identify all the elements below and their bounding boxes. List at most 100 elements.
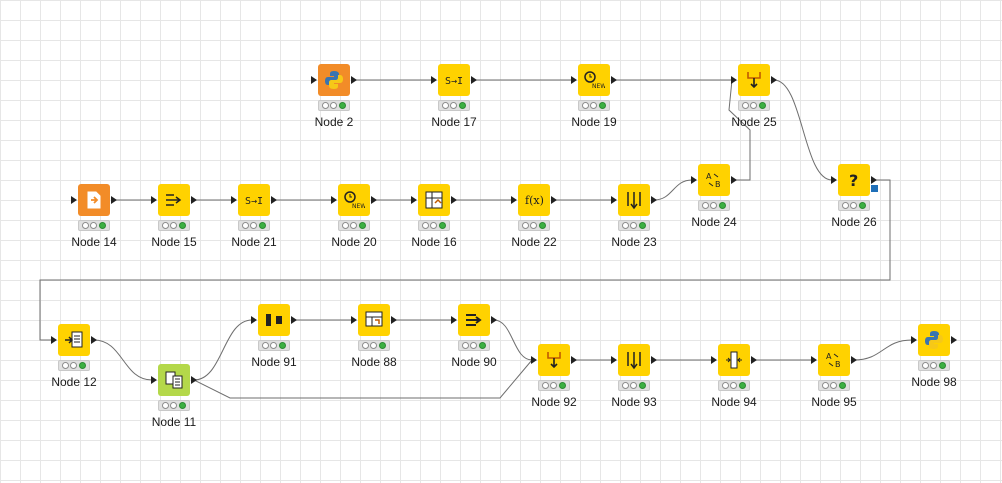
- input-port-icon[interactable]: [811, 356, 817, 364]
- node-label[interactable]: Node 16: [411, 235, 457, 249]
- output-port-icon[interactable]: [771, 76, 777, 84]
- node-icon-box[interactable]: [718, 344, 750, 376]
- node-icon-box[interactable]: NEW: [338, 184, 370, 216]
- node-label[interactable]: Node 26: [831, 215, 877, 229]
- input-port-icon[interactable]: [51, 336, 57, 344]
- input-port-icon[interactable]: [611, 196, 617, 204]
- node-icon-box[interactable]: f(x): [518, 184, 550, 216]
- output-port-icon[interactable]: [391, 316, 397, 324]
- node-label[interactable]: Node 2: [314, 115, 354, 129]
- node-label[interactable]: Node 17: [431, 115, 477, 129]
- node-label[interactable]: Node 24: [691, 215, 737, 229]
- connection-n23-n24[interactable]: [653, 179, 693, 201]
- node-icon-box[interactable]: [78, 184, 110, 216]
- input-port-icon[interactable]: [731, 76, 737, 84]
- output-port-icon[interactable]: [731, 176, 737, 184]
- connection-n12-n11[interactable]: [93, 339, 153, 381]
- output-port-icon[interactable]: [571, 356, 577, 364]
- node-icon-box[interactable]: [538, 344, 570, 376]
- input-port-icon[interactable]: [511, 196, 517, 204]
- node-icon-box[interactable]: [258, 304, 290, 336]
- node-icon-box[interactable]: ?: [838, 164, 870, 196]
- output-port-icon[interactable]: [851, 356, 857, 364]
- output-port-icon[interactable]: [551, 196, 557, 204]
- node-icon-box[interactable]: [318, 64, 350, 96]
- connection-n11-n91[interactable]: [193, 319, 253, 381]
- node-label[interactable]: Node 93: [611, 395, 657, 409]
- node-label[interactable]: Node 90: [451, 355, 497, 369]
- node-label[interactable]: Node 12: [51, 375, 97, 389]
- node-label[interactable]: Node 15: [151, 235, 197, 249]
- node-label[interactable]: Node 92: [531, 395, 577, 409]
- output-port-icon[interactable]: [651, 356, 657, 364]
- connection-n11-n92[interactable]: [193, 359, 533, 399]
- node-icon-box[interactable]: S→I: [438, 64, 470, 96]
- node-label[interactable]: Node 98: [911, 375, 957, 389]
- input-port-icon[interactable]: [611, 356, 617, 364]
- output-port-icon[interactable]: [451, 196, 457, 204]
- node-icon-box[interactable]: NEW: [578, 64, 610, 96]
- output-port-icon[interactable]: [91, 336, 97, 344]
- node-icon-box[interactable]: [158, 184, 190, 216]
- output-port-icon[interactable]: [751, 356, 757, 364]
- node-icon-box[interactable]: [458, 304, 490, 336]
- input-port-icon[interactable]: [531, 356, 537, 364]
- node-label[interactable]: Node 11: [151, 415, 197, 429]
- output-port-icon[interactable]: [471, 76, 477, 84]
- input-port-icon[interactable]: [831, 176, 837, 184]
- input-port-icon[interactable]: [311, 76, 317, 84]
- input-port-icon[interactable]: [911, 336, 917, 344]
- node-label[interactable]: Node 22: [511, 235, 557, 249]
- node-label[interactable]: Node 19: [571, 115, 617, 129]
- input-port-icon[interactable]: [411, 196, 417, 204]
- node-label[interactable]: Node 25: [731, 115, 777, 129]
- node-icon-box[interactable]: [618, 184, 650, 216]
- output-port-icon[interactable]: [651, 196, 657, 204]
- node-icon-box[interactable]: [738, 64, 770, 96]
- input-port-icon[interactable]: [231, 196, 237, 204]
- connection-n26-n12[interactable]: [39, 179, 891, 341]
- node-label[interactable]: Node 94: [711, 395, 757, 409]
- input-port-icon[interactable]: [431, 76, 437, 84]
- output-port-icon[interactable]: [951, 336, 957, 344]
- input-port-icon[interactable]: [71, 196, 77, 204]
- output-port-icon[interactable]: [191, 376, 197, 384]
- input-port-icon[interactable]: [331, 196, 337, 204]
- output-port-icon[interactable]: [351, 76, 357, 84]
- connection-n90-n92[interactable]: [493, 319, 533, 361]
- input-port-icon[interactable]: [151, 196, 157, 204]
- node-icon-box[interactable]: [918, 324, 950, 356]
- output-port-icon[interactable]: [191, 196, 197, 204]
- input-port-icon[interactable]: [691, 176, 697, 184]
- input-port-icon[interactable]: [251, 316, 257, 324]
- output-port-icon[interactable]: [611, 76, 617, 84]
- connection-n25-n26[interactable]: [773, 79, 833, 181]
- connection-n95-n98[interactable]: [853, 339, 913, 361]
- node-label[interactable]: Node 14: [71, 235, 117, 249]
- output-port-icon[interactable]: [271, 196, 277, 204]
- node-icon-box[interactable]: [418, 184, 450, 216]
- input-port-icon[interactable]: [451, 316, 457, 324]
- output-port-icon[interactable]: [371, 196, 377, 204]
- flow-variable-port-icon[interactable]: [871, 185, 878, 192]
- output-port-icon[interactable]: [291, 316, 297, 324]
- node-label[interactable]: Node 20: [331, 235, 377, 249]
- node-label[interactable]: Node 23: [611, 235, 657, 249]
- input-port-icon[interactable]: [151, 376, 157, 384]
- output-port-icon[interactable]: [111, 196, 117, 204]
- node-label[interactable]: Node 95: [811, 395, 857, 409]
- connection-n24-n25[interactable]: [728, 79, 751, 181]
- node-icon-box[interactable]: [58, 324, 90, 356]
- input-port-icon[interactable]: [711, 356, 717, 364]
- input-port-icon[interactable]: [351, 316, 357, 324]
- node-icon-box[interactable]: S→I: [238, 184, 270, 216]
- node-icon-box[interactable]: [358, 304, 390, 336]
- node-label[interactable]: Node 91: [251, 355, 297, 369]
- node-label[interactable]: Node 88: [351, 355, 397, 369]
- output-port-icon[interactable]: [491, 316, 497, 324]
- output-port-icon[interactable]: [871, 176, 877, 184]
- node-label[interactable]: Node 21: [231, 235, 277, 249]
